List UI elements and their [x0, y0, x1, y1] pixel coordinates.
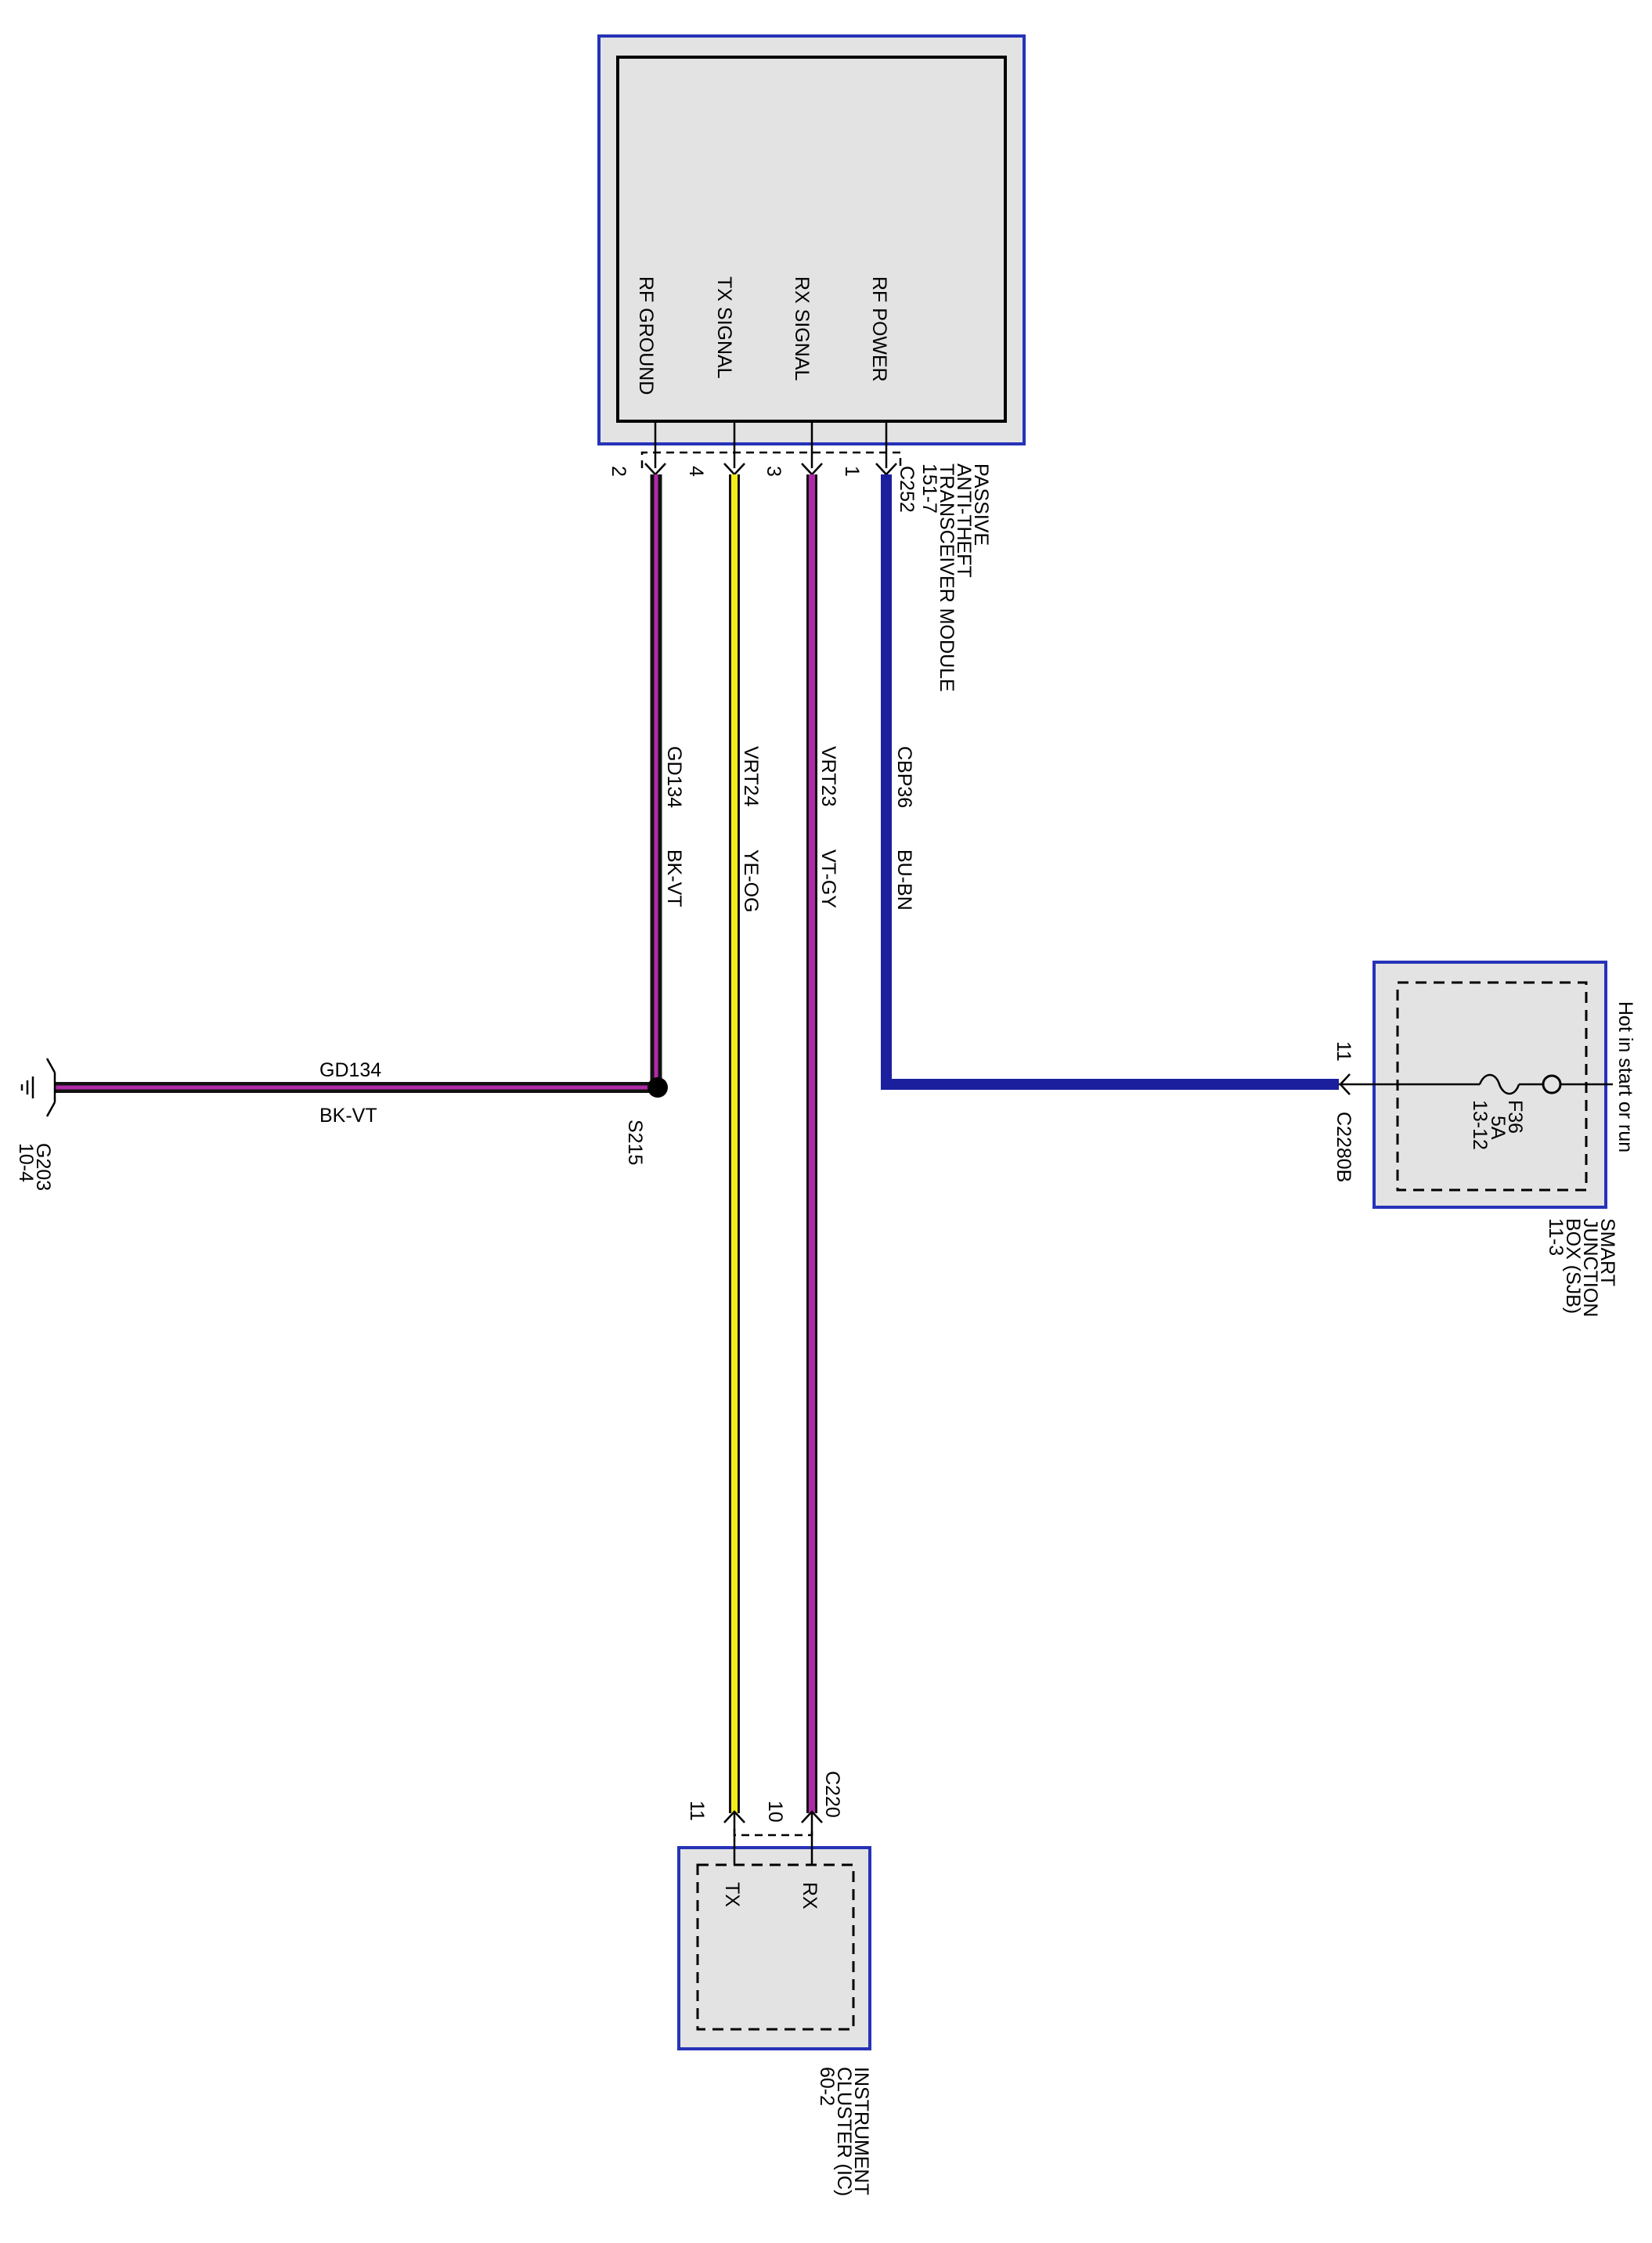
pats-module-inner-box: [616, 56, 1007, 423]
fuse-icon: [1478, 1073, 1520, 1095]
cluster-outer-box: [677, 1846, 871, 2050]
fuse-name: F36: [1504, 1100, 1526, 1134]
sjb-hot-label: Hot in start or run: [1614, 1001, 1636, 1152]
wire-label-circuit: VRT23: [817, 746, 839, 806]
sjb-name-line: BOX (SJB): [1562, 1218, 1584, 1314]
ground-symbol-bar: [45, 1102, 56, 1117]
cluster-connector-id: C220: [821, 1771, 843, 1818]
fuse-ref: 13-12: [1469, 1100, 1491, 1150]
wire-label-circuit: VRT24: [740, 746, 762, 806]
cluster-inner-box: [696, 1863, 855, 2031]
cluster-terminal-chevron: [723, 1810, 745, 1823]
wire-label-color: BU-BN: [893, 849, 915, 911]
cluster-pin-number: 11: [686, 1801, 708, 1821]
ground-wire-color: BK-VT: [319, 1105, 377, 1127]
cluster-connector-outline: [733, 1829, 813, 1837]
pats-pin-label-tx-signal: TX SIGNAL: [713, 276, 735, 379]
pats-connector-outline: [640, 451, 902, 468]
pats-pin-label-rx-signal: RX SIGNAL: [791, 276, 813, 380]
wire-label-circuit: GD134: [663, 746, 685, 808]
pats-module-name-line: ANTI-THEFT: [953, 463, 975, 578]
cluster-name-line: INSTRUMENT: [850, 2067, 872, 2195]
sjb-name-line: SMART: [1596, 1218, 1618, 1286]
pats-module-name-line: TRANSCEIVER MODULE: [936, 463, 958, 692]
pats-module-name-line: PASSIVE: [970, 463, 992, 546]
cluster-name-line: CLUSTER (IC): [833, 2067, 855, 2196]
smart-junction-box: F36 5A 13-12 11 C2280B Hot in start or r…: [1333, 961, 1636, 1317]
cluster-pin-label-rx: RX: [799, 1882, 821, 1909]
sjb-pin-number: 11: [1333, 1041, 1354, 1062]
pats-module-name-line: 151-7: [918, 463, 940, 514]
cluster-name: INSTRUMENT CLUSTER (IC) 60-2: [816, 2067, 872, 2196]
ground-ref: 10-4: [15, 1143, 37, 1182]
sjb-inner-box: [1396, 981, 1588, 1192]
wire-label-circuit: CBP36: [893, 746, 915, 808]
sjb-name-line: 11-3: [1545, 1218, 1567, 1256]
sjb-connector-id: C2280B: [1333, 1112, 1354, 1182]
ground-id: G203: [32, 1143, 54, 1191]
cluster-pin-label-tx: TX: [721, 1882, 743, 1907]
fuse-rating: 5A: [1487, 1116, 1509, 1140]
pats-pin-number: 3: [763, 466, 785, 477]
ground-g203: G203 10-4: [15, 1058, 56, 1191]
pats-module: RF GROUND TX SIGNAL RX SIGNAL RF POWER 2…: [597, 34, 1026, 692]
wire-label-color: VT-GY: [817, 849, 839, 908]
splice-label: S215: [624, 1120, 646, 1165]
cluster-name-line: 60-2: [816, 2067, 838, 2106]
wire-label-color: BK-VT: [663, 849, 685, 907]
sjb-terminal-chevron: [1339, 1073, 1351, 1095]
ground-symbol-bar: [45, 1058, 56, 1073]
pats-pin-label-rf-ground: RF GROUND: [635, 276, 657, 395]
wire-label-color: YE-OG: [740, 849, 762, 913]
pats-module-name: PASSIVE ANTI-THEFT TRANSCEIVER MODULE 15…: [918, 463, 992, 692]
pats-pin-label-rf-power: RF POWER: [868, 276, 890, 382]
wire-cbp36: [881, 474, 1339, 1090]
wires: GD134 BK-VT VRT24 YE-OG VRT23 VT-GY CBP3…: [55, 474, 1339, 1813]
pats-connector-id: C252: [896, 466, 918, 513]
sjb-name-line: JUNCTION: [1579, 1218, 1601, 1317]
ground-wire-circuit: GD134: [319, 1059, 381, 1081]
pats-pin-number: 1: [841, 466, 863, 477]
cluster-pin-number: 10: [764, 1801, 786, 1823]
bus-terminal-icon: [1542, 1074, 1562, 1094]
sjb-name: SMART JUNCTION BOX (SJB) 11-3: [1545, 1218, 1618, 1317]
cluster-terminal-chevron: [801, 1810, 823, 1823]
pats-pin-number: 4: [685, 466, 707, 477]
pats-pin-number: 2: [608, 466, 629, 477]
splice-s215: S215: [624, 1077, 668, 1165]
splice-dot: [647, 1077, 668, 1098]
instrument-cluster: TX RX 11 10 C220 INSTRUMENT CLUSTER (IC)…: [677, 1771, 872, 2196]
